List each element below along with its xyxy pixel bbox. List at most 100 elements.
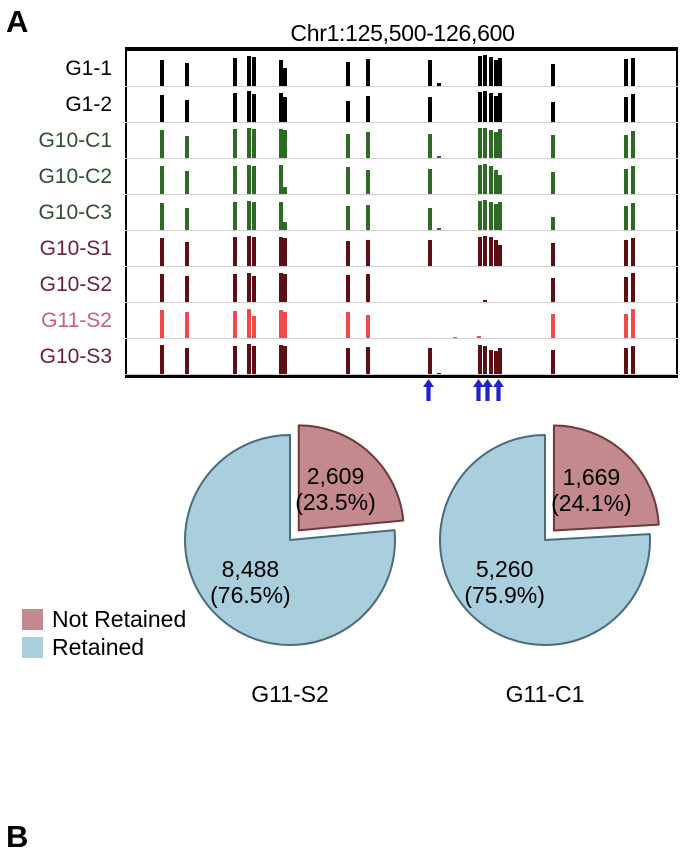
up-arrow-icon xyxy=(481,378,494,402)
track-peak xyxy=(185,242,189,266)
pie-caption-g11-s2: G11-S2 xyxy=(251,681,329,707)
track-peak xyxy=(631,346,635,374)
track-peak xyxy=(437,373,441,374)
track-peak xyxy=(483,128,487,158)
track-peak xyxy=(494,204,498,230)
track-peak xyxy=(247,309,251,338)
track-peak xyxy=(498,245,502,266)
track-peak xyxy=(631,309,635,338)
track-peak xyxy=(494,96,498,122)
track-peak xyxy=(624,206,628,230)
pie-slice-retained[interactable] xyxy=(184,434,396,646)
track-peak xyxy=(247,344,251,374)
track-peak xyxy=(160,274,164,302)
track-peak xyxy=(252,346,256,374)
track-peak xyxy=(185,348,189,374)
track-row-g10-c3: G10-C3 xyxy=(38,195,678,231)
track-peak xyxy=(631,58,635,86)
track-peak xyxy=(160,95,164,122)
track-peak xyxy=(283,346,287,374)
track-peak xyxy=(233,346,237,374)
track-row-g10-s2: G10-S2 xyxy=(40,267,678,303)
track-peak xyxy=(489,166,493,194)
track-peak xyxy=(279,202,283,230)
track-peak xyxy=(428,169,432,194)
track-peak xyxy=(185,312,189,338)
track-peak xyxy=(494,132,498,158)
track-peak xyxy=(551,64,555,86)
track-peak xyxy=(551,278,555,302)
pie-svg xyxy=(439,424,660,646)
track-peak xyxy=(247,128,251,158)
track-peak xyxy=(346,134,350,158)
track-peak xyxy=(185,208,189,230)
up-arrow-icon xyxy=(492,378,505,402)
track-peak xyxy=(252,57,256,86)
track-peak xyxy=(283,68,287,86)
track-peak xyxy=(551,243,555,266)
track-peak xyxy=(279,310,283,338)
track-label-g10-c3: G10-C3 xyxy=(38,201,112,224)
track-peak xyxy=(279,93,283,122)
track-baseline xyxy=(125,338,678,339)
track-peak xyxy=(483,164,487,194)
track-peak xyxy=(185,171,189,194)
track-peak xyxy=(185,63,189,86)
track-baseline xyxy=(125,266,678,267)
track-baseline xyxy=(125,302,678,303)
up-arrow-icon xyxy=(472,378,485,402)
track-peak xyxy=(252,316,256,338)
track-frame-right-edge xyxy=(676,47,678,378)
track-peak xyxy=(478,128,482,158)
track-axis-top-rule xyxy=(125,47,678,51)
track-peak xyxy=(631,131,635,158)
track-peak xyxy=(252,94,256,122)
track-peak xyxy=(252,129,256,158)
track-peak xyxy=(233,274,237,302)
track-peak xyxy=(247,201,251,230)
track-row-g1-2: G1-2 xyxy=(65,87,678,123)
panel-b-letter: B xyxy=(6,819,29,854)
track-peak xyxy=(551,172,555,194)
arrow-annotation-row xyxy=(0,378,685,404)
track-plot-g1-2 xyxy=(125,87,678,123)
track-peak xyxy=(494,240,498,266)
track-peak xyxy=(437,228,441,230)
track-peak xyxy=(252,276,256,302)
track-baseline xyxy=(125,374,678,375)
track-peak xyxy=(428,208,432,230)
track-peak xyxy=(494,351,498,374)
track-peak xyxy=(247,165,251,194)
track-row-g1-1: G1-1 xyxy=(65,51,678,87)
track-peak xyxy=(346,348,350,374)
pie-slice-not-retained[interactable] xyxy=(297,424,405,532)
track-peak xyxy=(185,136,189,158)
track-peak xyxy=(498,58,502,86)
pie-slice-not-retained[interactable] xyxy=(552,424,660,532)
pie-slice-retained[interactable] xyxy=(439,434,651,646)
track-plot-g10-c1 xyxy=(125,123,678,159)
track-baseline xyxy=(125,230,678,231)
track-peak xyxy=(283,222,287,230)
track-baseline xyxy=(125,86,678,87)
track-peak xyxy=(233,58,237,86)
track-peak xyxy=(366,59,370,86)
track-label-g11-s2: G11-S2 xyxy=(41,309,112,332)
track-peak xyxy=(428,60,432,86)
legend-swatch xyxy=(22,609,43,630)
legend-item-retained: Retained xyxy=(22,636,186,659)
track-peak xyxy=(346,62,350,86)
track-peak xyxy=(160,130,164,158)
track-peak xyxy=(494,170,498,194)
track-label-g1-2: G1-2 xyxy=(65,93,112,116)
track-peak xyxy=(498,175,502,194)
track-axis-bottom-rule xyxy=(125,374,678,378)
track-peak xyxy=(498,93,502,122)
track-peak xyxy=(283,187,287,194)
track-peak xyxy=(346,275,350,302)
track-peak xyxy=(478,165,482,194)
legend-swatch xyxy=(22,637,43,658)
track-peak xyxy=(428,134,432,158)
track-peak xyxy=(283,312,287,338)
track-peak xyxy=(185,100,189,122)
